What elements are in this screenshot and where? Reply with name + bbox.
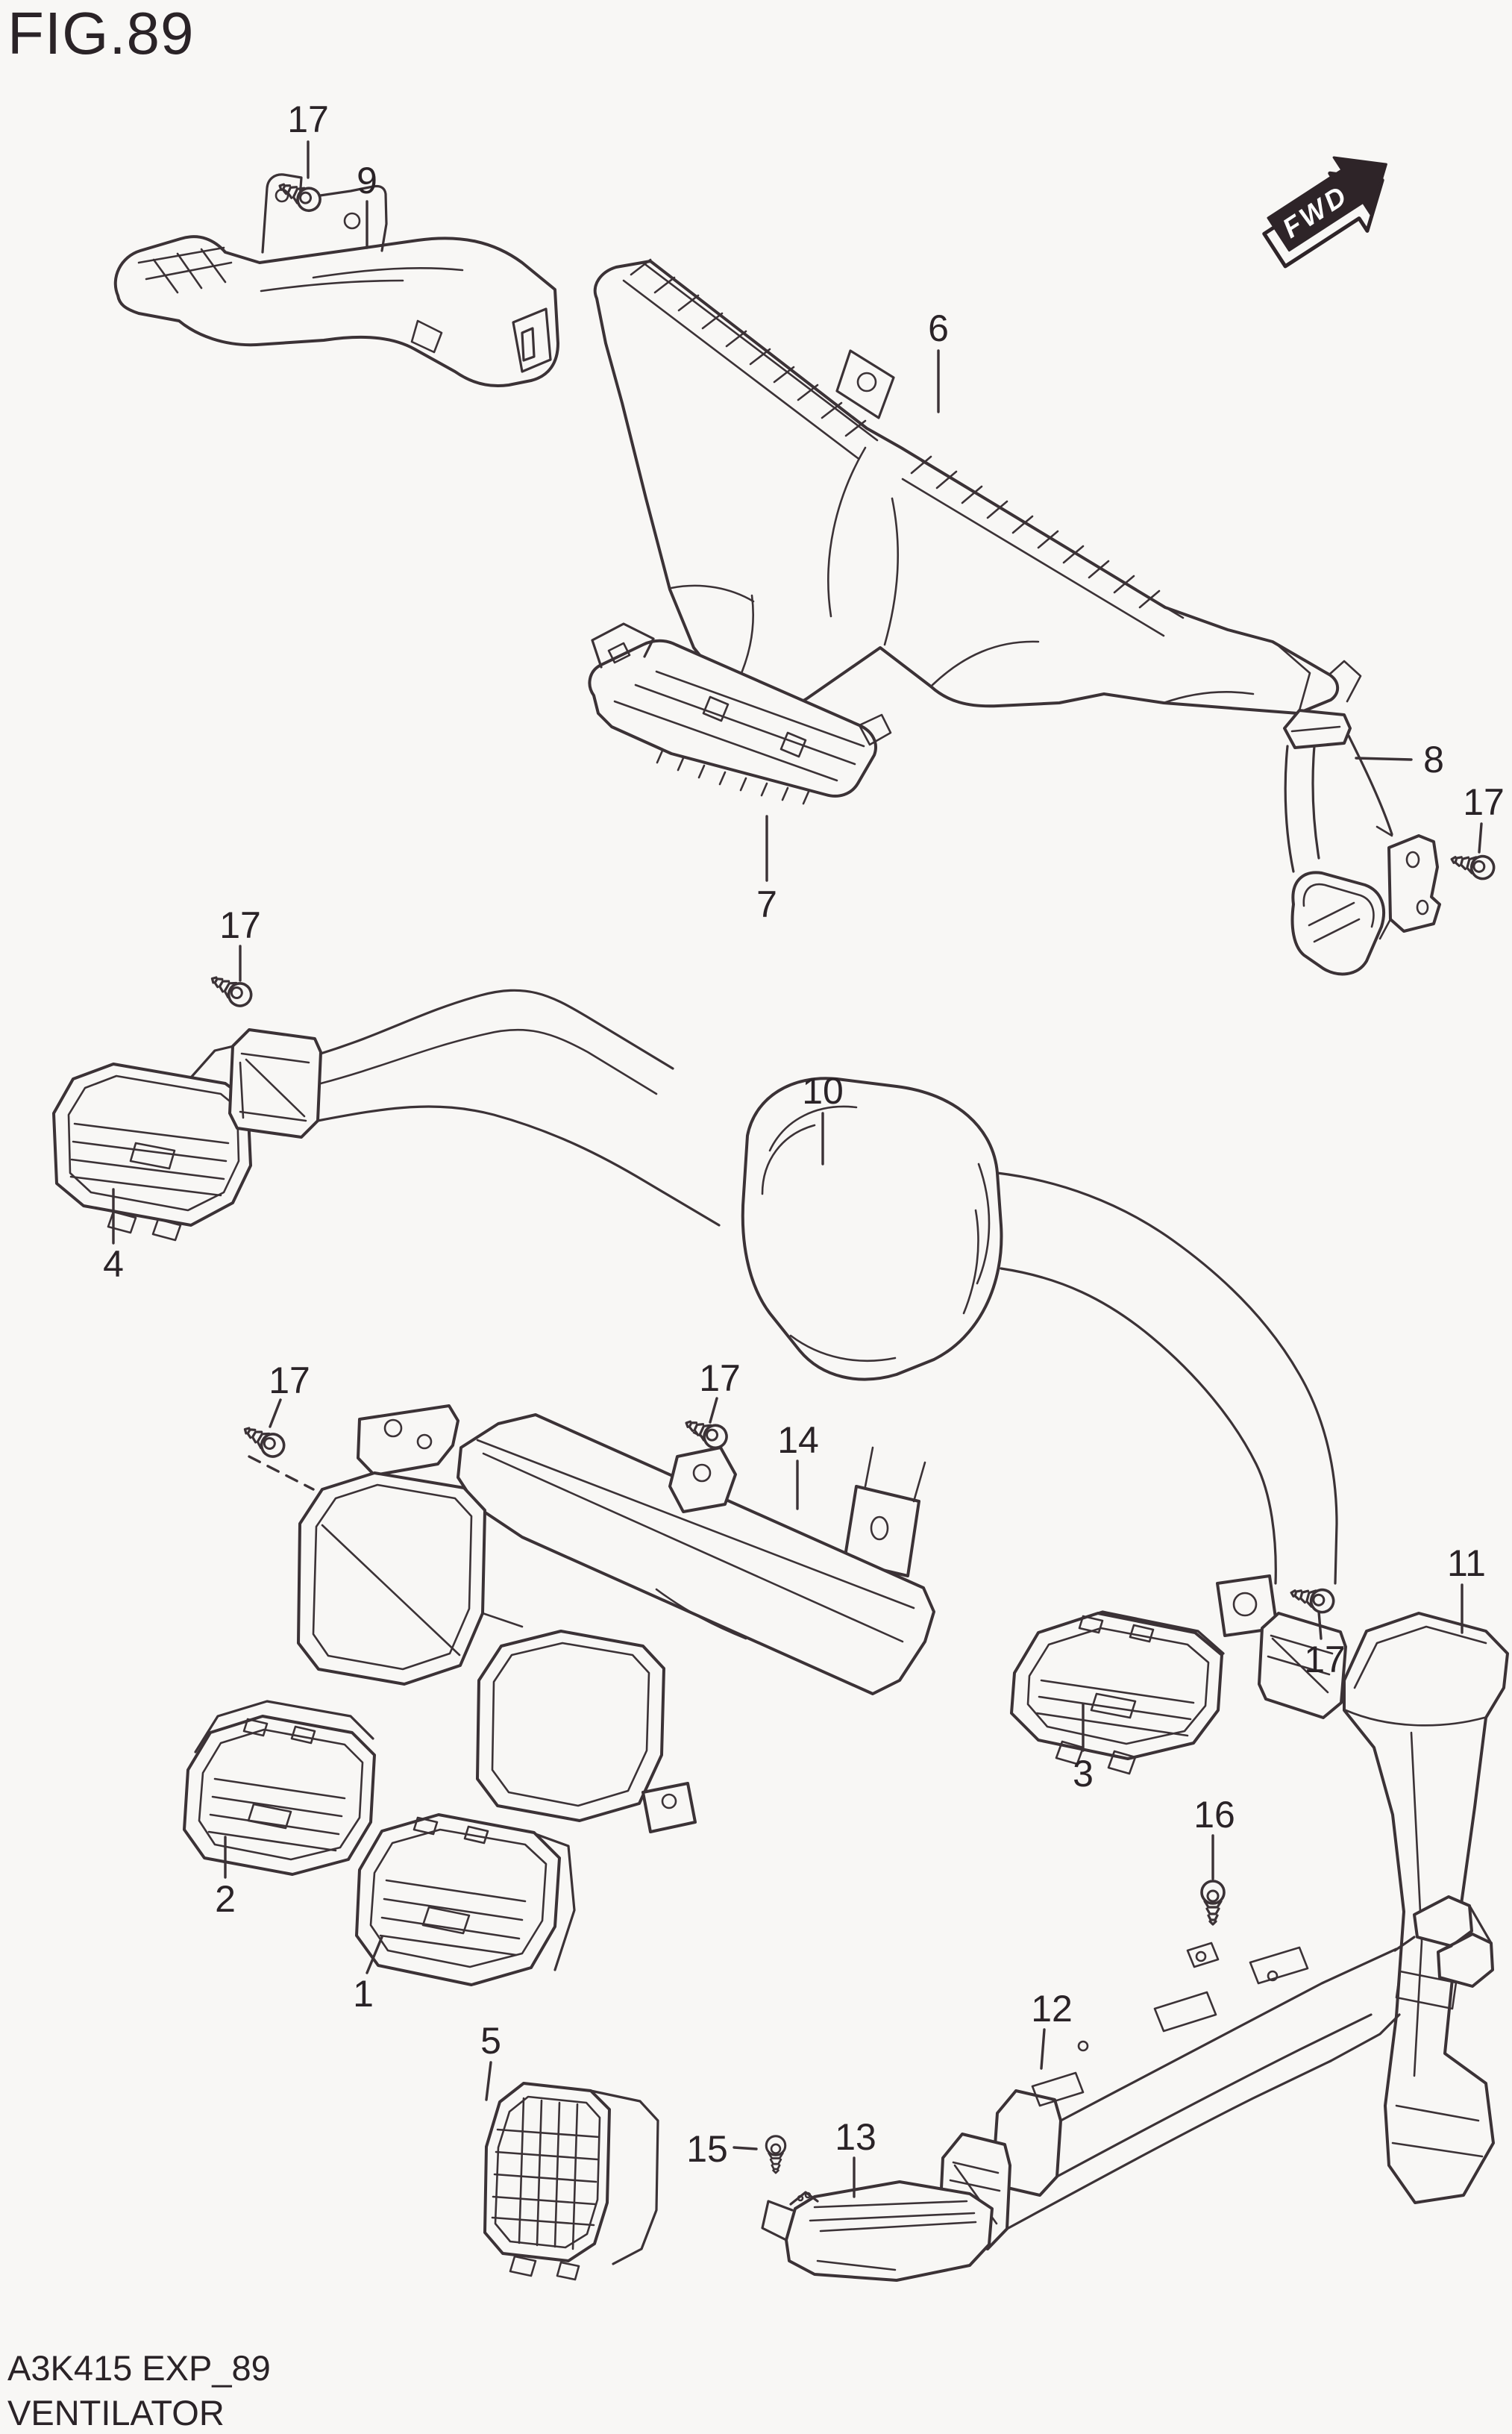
screw-icon-ref-17 xyxy=(238,1418,289,1462)
screw-icon-ref-17 xyxy=(1447,847,1498,883)
callout-leader-17 xyxy=(1317,1610,1323,1640)
part-callout-12-16: 12 xyxy=(1031,1988,1073,2030)
part-callout-15-20: 15 xyxy=(686,2128,728,2170)
part-13-joint-duct xyxy=(761,2180,994,2282)
callout-leader-17 xyxy=(709,1397,718,1424)
screw-icon-ref-15 xyxy=(765,2135,787,2174)
part-callout-13-21: 13 xyxy=(835,2116,876,2158)
part-3-vent-louver xyxy=(1010,1610,1225,1775)
part-callout-1-18: 1 xyxy=(353,1973,374,2015)
screw-icon-ref-17 xyxy=(680,1411,732,1453)
part-callout-5-19: 5 xyxy=(480,2020,501,2062)
part-callout-14-11: 14 xyxy=(777,1419,819,1461)
screw-icon-ref-17 xyxy=(273,174,325,216)
callout-dashed-leader-17 xyxy=(248,1455,315,1491)
part-2-vent-louver xyxy=(183,1700,376,1876)
part-4-side-louver xyxy=(52,1042,259,1242)
callout-leader-15 xyxy=(733,2146,758,2150)
part-callout-17-6: 17 xyxy=(219,904,261,946)
part-6-defroster-duct xyxy=(593,258,1362,715)
callout-leader-5 xyxy=(485,2061,492,2101)
part-callout-17-0: 17 xyxy=(287,98,329,140)
callout-leader-17 xyxy=(1478,822,1483,854)
callout-leader-12 xyxy=(1040,2028,1046,2070)
part-callout-17-5: 17 xyxy=(1463,781,1505,823)
part-callout-16-15: 16 xyxy=(1193,1794,1235,1836)
callout-leader-1 xyxy=(366,1936,383,1974)
screw-icon-ref-17 xyxy=(1287,1580,1337,1616)
footer-part-group-name: VENTILATOR xyxy=(7,2393,225,2433)
part-9-demister-duct xyxy=(113,173,559,387)
part-callout-6-2: 6 xyxy=(928,307,949,349)
part-callout-17-13: 17 xyxy=(1304,1639,1346,1680)
part-callout-3-14: 3 xyxy=(1073,1753,1094,1795)
figure-title: FIG.89 xyxy=(7,0,195,66)
screw-icon-ref-16 xyxy=(1200,1880,1226,1926)
fwd-arrow-icon: FWD xyxy=(1262,156,1387,269)
part-5-lattice-vent xyxy=(483,2082,659,2281)
part-14-distribution-duct xyxy=(297,1404,935,1833)
part-1-vent-louver xyxy=(355,1813,576,1986)
part-callout-7-3: 7 xyxy=(756,883,777,925)
part-callout-11-12: 11 xyxy=(1447,1542,1486,1584)
part-callout-9-1: 9 xyxy=(357,160,377,201)
part-callout-4-7: 4 xyxy=(103,1243,124,1285)
screw-icon-ref-17 xyxy=(205,967,257,1012)
callout-leader-17 xyxy=(269,1398,282,1428)
part-10-ventilator-duct xyxy=(228,989,1347,1719)
part-8-side-demister-duct xyxy=(1283,709,1441,976)
part-callout-17-10: 17 xyxy=(269,1360,310,1401)
callout-leader-8 xyxy=(1355,757,1413,761)
part-callout-17-9: 17 xyxy=(699,1357,741,1399)
part-callout-2-17: 2 xyxy=(215,1878,236,1920)
part-callout-8-4: 8 xyxy=(1423,739,1444,780)
part-7-garnish-panel xyxy=(588,622,892,805)
footer-drawing-code: A3K415 EXP_89 xyxy=(7,2348,271,2388)
part-callout-10-8: 10 xyxy=(802,1070,844,1112)
